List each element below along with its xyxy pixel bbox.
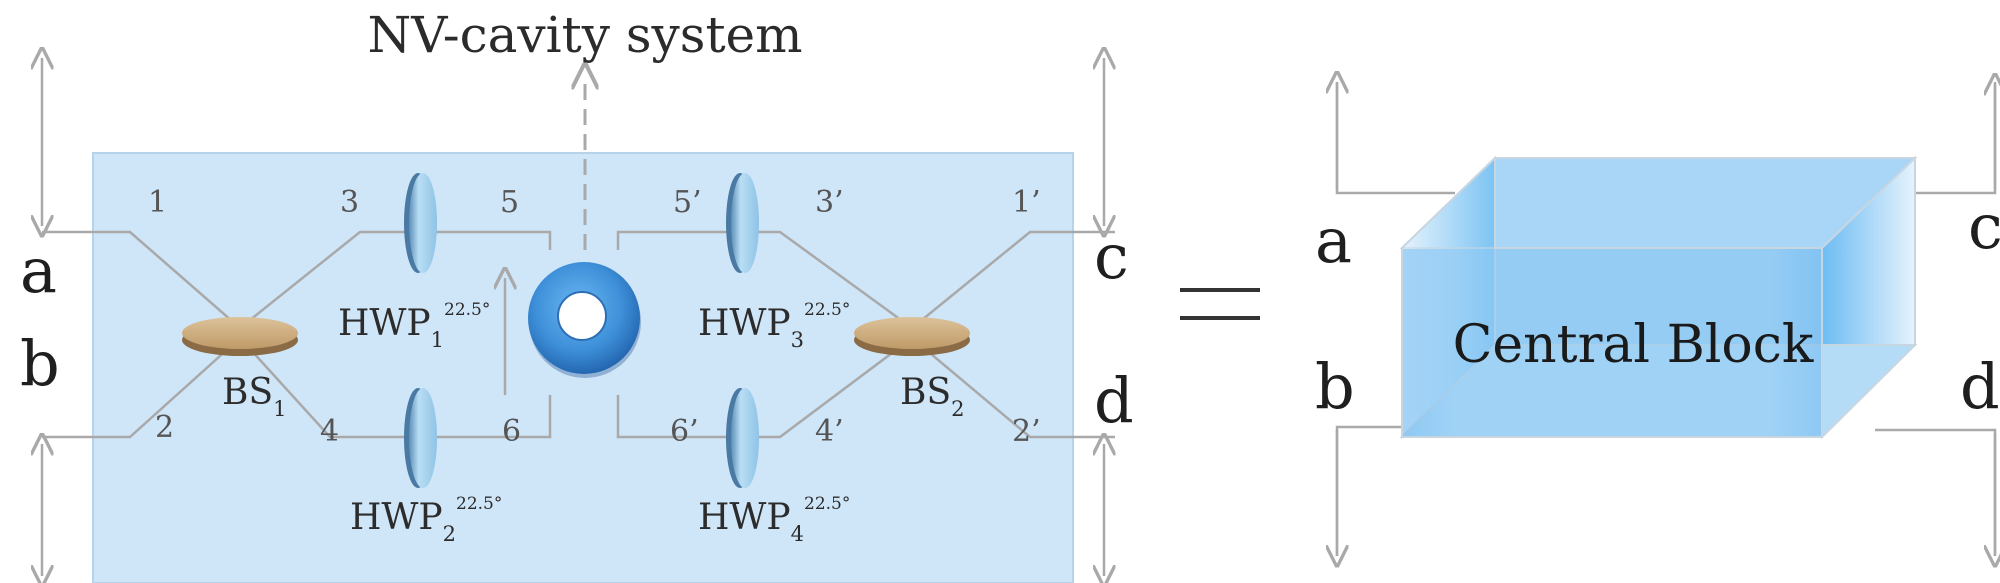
bs1-label: BS bbox=[222, 372, 273, 413]
path-number: 4 bbox=[320, 414, 339, 449]
nv-cavity-ring bbox=[528, 262, 641, 378]
block-front-face bbox=[1401, 247, 1823, 438]
path-number: 2’ bbox=[1012, 414, 1041, 449]
nv-cavity-system: NV-cavity system a b c d 1 2 3 4 5 bbox=[20, 6, 1134, 583]
block-port-b: b bbox=[1315, 350, 1355, 423]
block-port-c: c bbox=[1968, 190, 2000, 263]
port-b: b bbox=[20, 327, 60, 400]
port-c: c bbox=[1094, 220, 1129, 293]
port-d: d bbox=[1094, 364, 1134, 437]
hwp-lens-2 bbox=[404, 388, 437, 488]
path-numbers: 1 2 3 4 5 6 5’ 6’ 3’ 4’ 1’ 2’ bbox=[148, 185, 1041, 449]
path-number: 6’ bbox=[670, 414, 699, 449]
path-number: 6 bbox=[502, 414, 521, 449]
port-a: a bbox=[20, 234, 57, 307]
path-number: 4’ bbox=[815, 414, 844, 449]
beam-splitter-2: BS2 bbox=[854, 317, 970, 421]
path-number: 1 bbox=[148, 185, 167, 220]
block-port-d: d bbox=[1960, 350, 2000, 423]
svg-text:BS2: BS2 bbox=[900, 372, 965, 421]
bs1-sub: 1 bbox=[273, 397, 286, 421]
path-number: 1’ bbox=[1012, 185, 1041, 220]
port-arrows bbox=[42, 58, 1104, 576]
bs2-label: BS bbox=[900, 372, 951, 413]
hwp2-label: HWP222.5° bbox=[350, 494, 502, 546]
central-block-label: Central Block bbox=[1453, 315, 1814, 375]
path-number: 3’ bbox=[815, 185, 844, 220]
hwp1-label: HWP122.5° bbox=[338, 300, 490, 352]
bs2-sub: 2 bbox=[951, 397, 964, 421]
central-block-diagram: Central Block a b c d bbox=[1315, 82, 2000, 556]
path-number: 2 bbox=[155, 410, 174, 445]
system-title: NV-cavity system bbox=[367, 6, 802, 64]
beam-splitter-1: BS1 bbox=[182, 317, 298, 421]
hwp-lens-3 bbox=[726, 173, 759, 273]
block-port-a: a bbox=[1315, 204, 1352, 277]
hwp3-label: HWP322.5° bbox=[698, 300, 850, 352]
equals-sign bbox=[1180, 288, 1260, 320]
path-number: 3 bbox=[340, 185, 359, 220]
svg-text:BS1: BS1 bbox=[222, 372, 287, 421]
optical-paths bbox=[42, 230, 1115, 439]
hwp4-label: HWP422.5° bbox=[698, 494, 850, 546]
path-number: 5’ bbox=[673, 185, 702, 220]
hwp-lens-1 bbox=[404, 173, 437, 273]
hwp-lens-4 bbox=[726, 388, 759, 488]
path-number: 5 bbox=[500, 185, 519, 220]
